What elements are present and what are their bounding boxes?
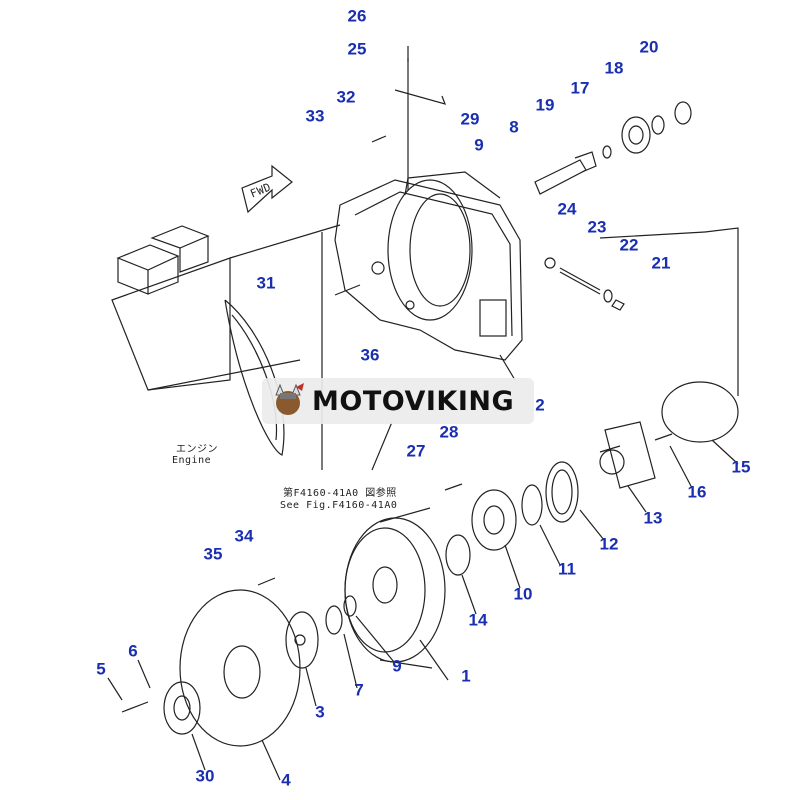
engine-label-jp: エンジン: [176, 444, 218, 455]
part-label-4: 4: [281, 770, 291, 790]
part-label-7: 7: [354, 680, 364, 700]
part-label-22: 22: [619, 235, 639, 255]
part-label-28: 28: [439, 422, 459, 442]
part-label-25: 25: [347, 39, 367, 59]
part-label-23: 23: [587, 217, 607, 237]
fwd-arrow-drawing: [241, 164, 293, 214]
engine-label-en: Engine: [172, 455, 212, 466]
part-label-19: 19: [535, 95, 555, 115]
flywheel-housing-drawing: [334, 171, 523, 361]
part-label-1: 1: [461, 666, 471, 686]
part-label-3: 3: [315, 702, 325, 722]
part-label-31: 31: [256, 273, 276, 293]
part-label-16: 16: [687, 482, 707, 502]
part-label-9-top: 9: [474, 135, 484, 155]
part-label-17: 17: [570, 78, 590, 98]
see-fig-label-en: See Fig.F4160-41A0: [280, 500, 398, 511]
o-ring-drawing: [661, 381, 739, 443]
engine-block-drawing: [111, 224, 341, 456]
part-label-18: 18: [604, 58, 624, 78]
viking-mascot-icon: [275, 383, 304, 415]
part-label-26: 26: [347, 6, 367, 26]
part-label-2: 2: [535, 395, 545, 415]
part-label-27: 27: [406, 441, 426, 461]
part-label-33: 33: [305, 106, 325, 126]
torque-converter-drawing: [344, 517, 446, 663]
part-label-12: 12: [599, 534, 619, 554]
drive-plate-drawing: [179, 589, 301, 747]
part-label-20: 20: [639, 37, 659, 57]
shaft-drawing: [534, 159, 587, 195]
part-label-14: 14: [468, 610, 488, 630]
part-label-35: 35: [203, 544, 223, 564]
part-label-13: 13: [643, 508, 663, 528]
part-label-15: 15: [731, 457, 751, 477]
part-label-34: 34: [234, 526, 254, 546]
part-label-36: 36: [360, 345, 380, 365]
part-label-30: 30: [195, 766, 215, 786]
part-label-21: 21: [651, 253, 671, 273]
part-label-32: 32: [336, 87, 356, 107]
watermark-banner: MOTOVIKING: [262, 378, 534, 424]
part-label-9-bottom: 9: [392, 656, 402, 676]
see-fig-label-jp: 第F4160-41A0 図参照: [283, 488, 397, 499]
part-label-11: 11: [558, 559, 576, 579]
part-label-10: 10: [513, 584, 533, 604]
part-label-5: 5: [96, 659, 106, 679]
part-label-6: 6: [128, 641, 138, 661]
watermark-text: MOTOVIKING: [312, 385, 515, 417]
spring-drawing: [559, 267, 601, 291]
part-label-8: 8: [509, 117, 519, 137]
bolt-drawing: [121, 701, 149, 713]
part-label-24: 24: [557, 199, 577, 219]
gear-drawing: [621, 116, 651, 154]
part-label-29: 29: [460, 109, 480, 129]
pump-cover-drawing: [604, 421, 656, 489]
